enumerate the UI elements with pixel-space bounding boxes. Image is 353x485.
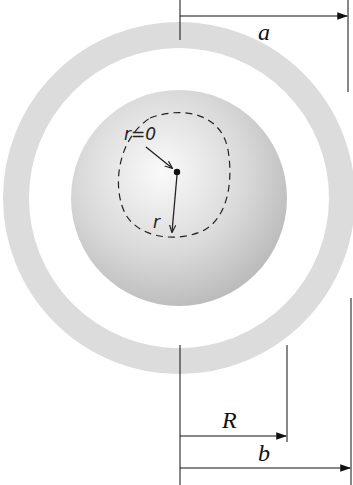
center-dot: [174, 169, 180, 175]
dimension-arrow: [180, 467, 350, 468]
dimension-label: R: [222, 408, 237, 432]
gaussian-surface: [118, 113, 229, 238]
pointer-arrow: [146, 147, 172, 168]
extension-line: [348, 0, 349, 92]
extension-line: [180, 345, 181, 485]
dimension-label: b: [258, 441, 270, 465]
conducting-shell: [16, 35, 342, 361]
solid-sphere: [71, 90, 287, 306]
handwritten-note: r=0: [124, 126, 156, 143]
dimension-arrow: [180, 435, 286, 436]
extension-line: [351, 298, 352, 485]
extension-line: [180, 0, 181, 40]
extension-line: [287, 345, 288, 442]
dimension-label: a: [258, 20, 270, 44]
radius-arrow: [172, 175, 177, 232]
dimension-arrow: [180, 15, 347, 16]
handwritten-note: r: [153, 214, 160, 231]
